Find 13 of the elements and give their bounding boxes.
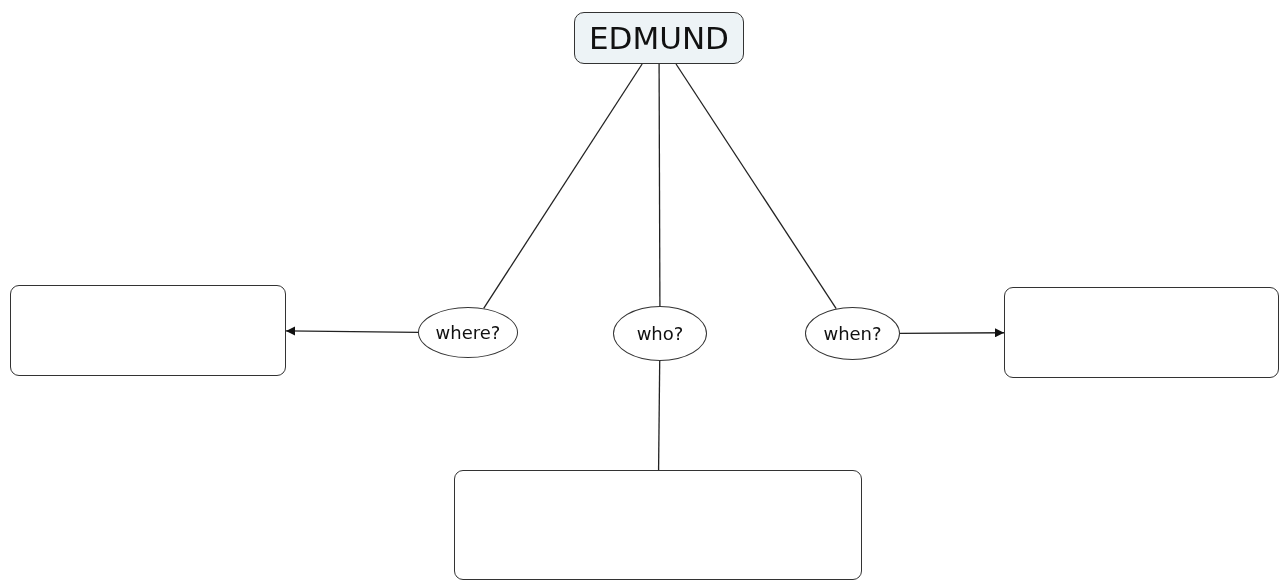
empty-box [454, 470, 862, 580]
connector-line [657, 360, 661, 471]
arrow [285, 326, 419, 336]
concept-label: EDMUND [589, 20, 729, 56]
empty-box [10, 285, 286, 376]
connector-line [483, 63, 643, 309]
concept-label: where? [435, 322, 501, 343]
concept-box [574, 12, 744, 64]
empty-box [1004, 287, 1279, 378]
concept-label: when? [823, 323, 882, 344]
concept-label: who? [636, 323, 684, 344]
arrow [899, 328, 1005, 338]
connector-line [658, 63, 661, 307]
